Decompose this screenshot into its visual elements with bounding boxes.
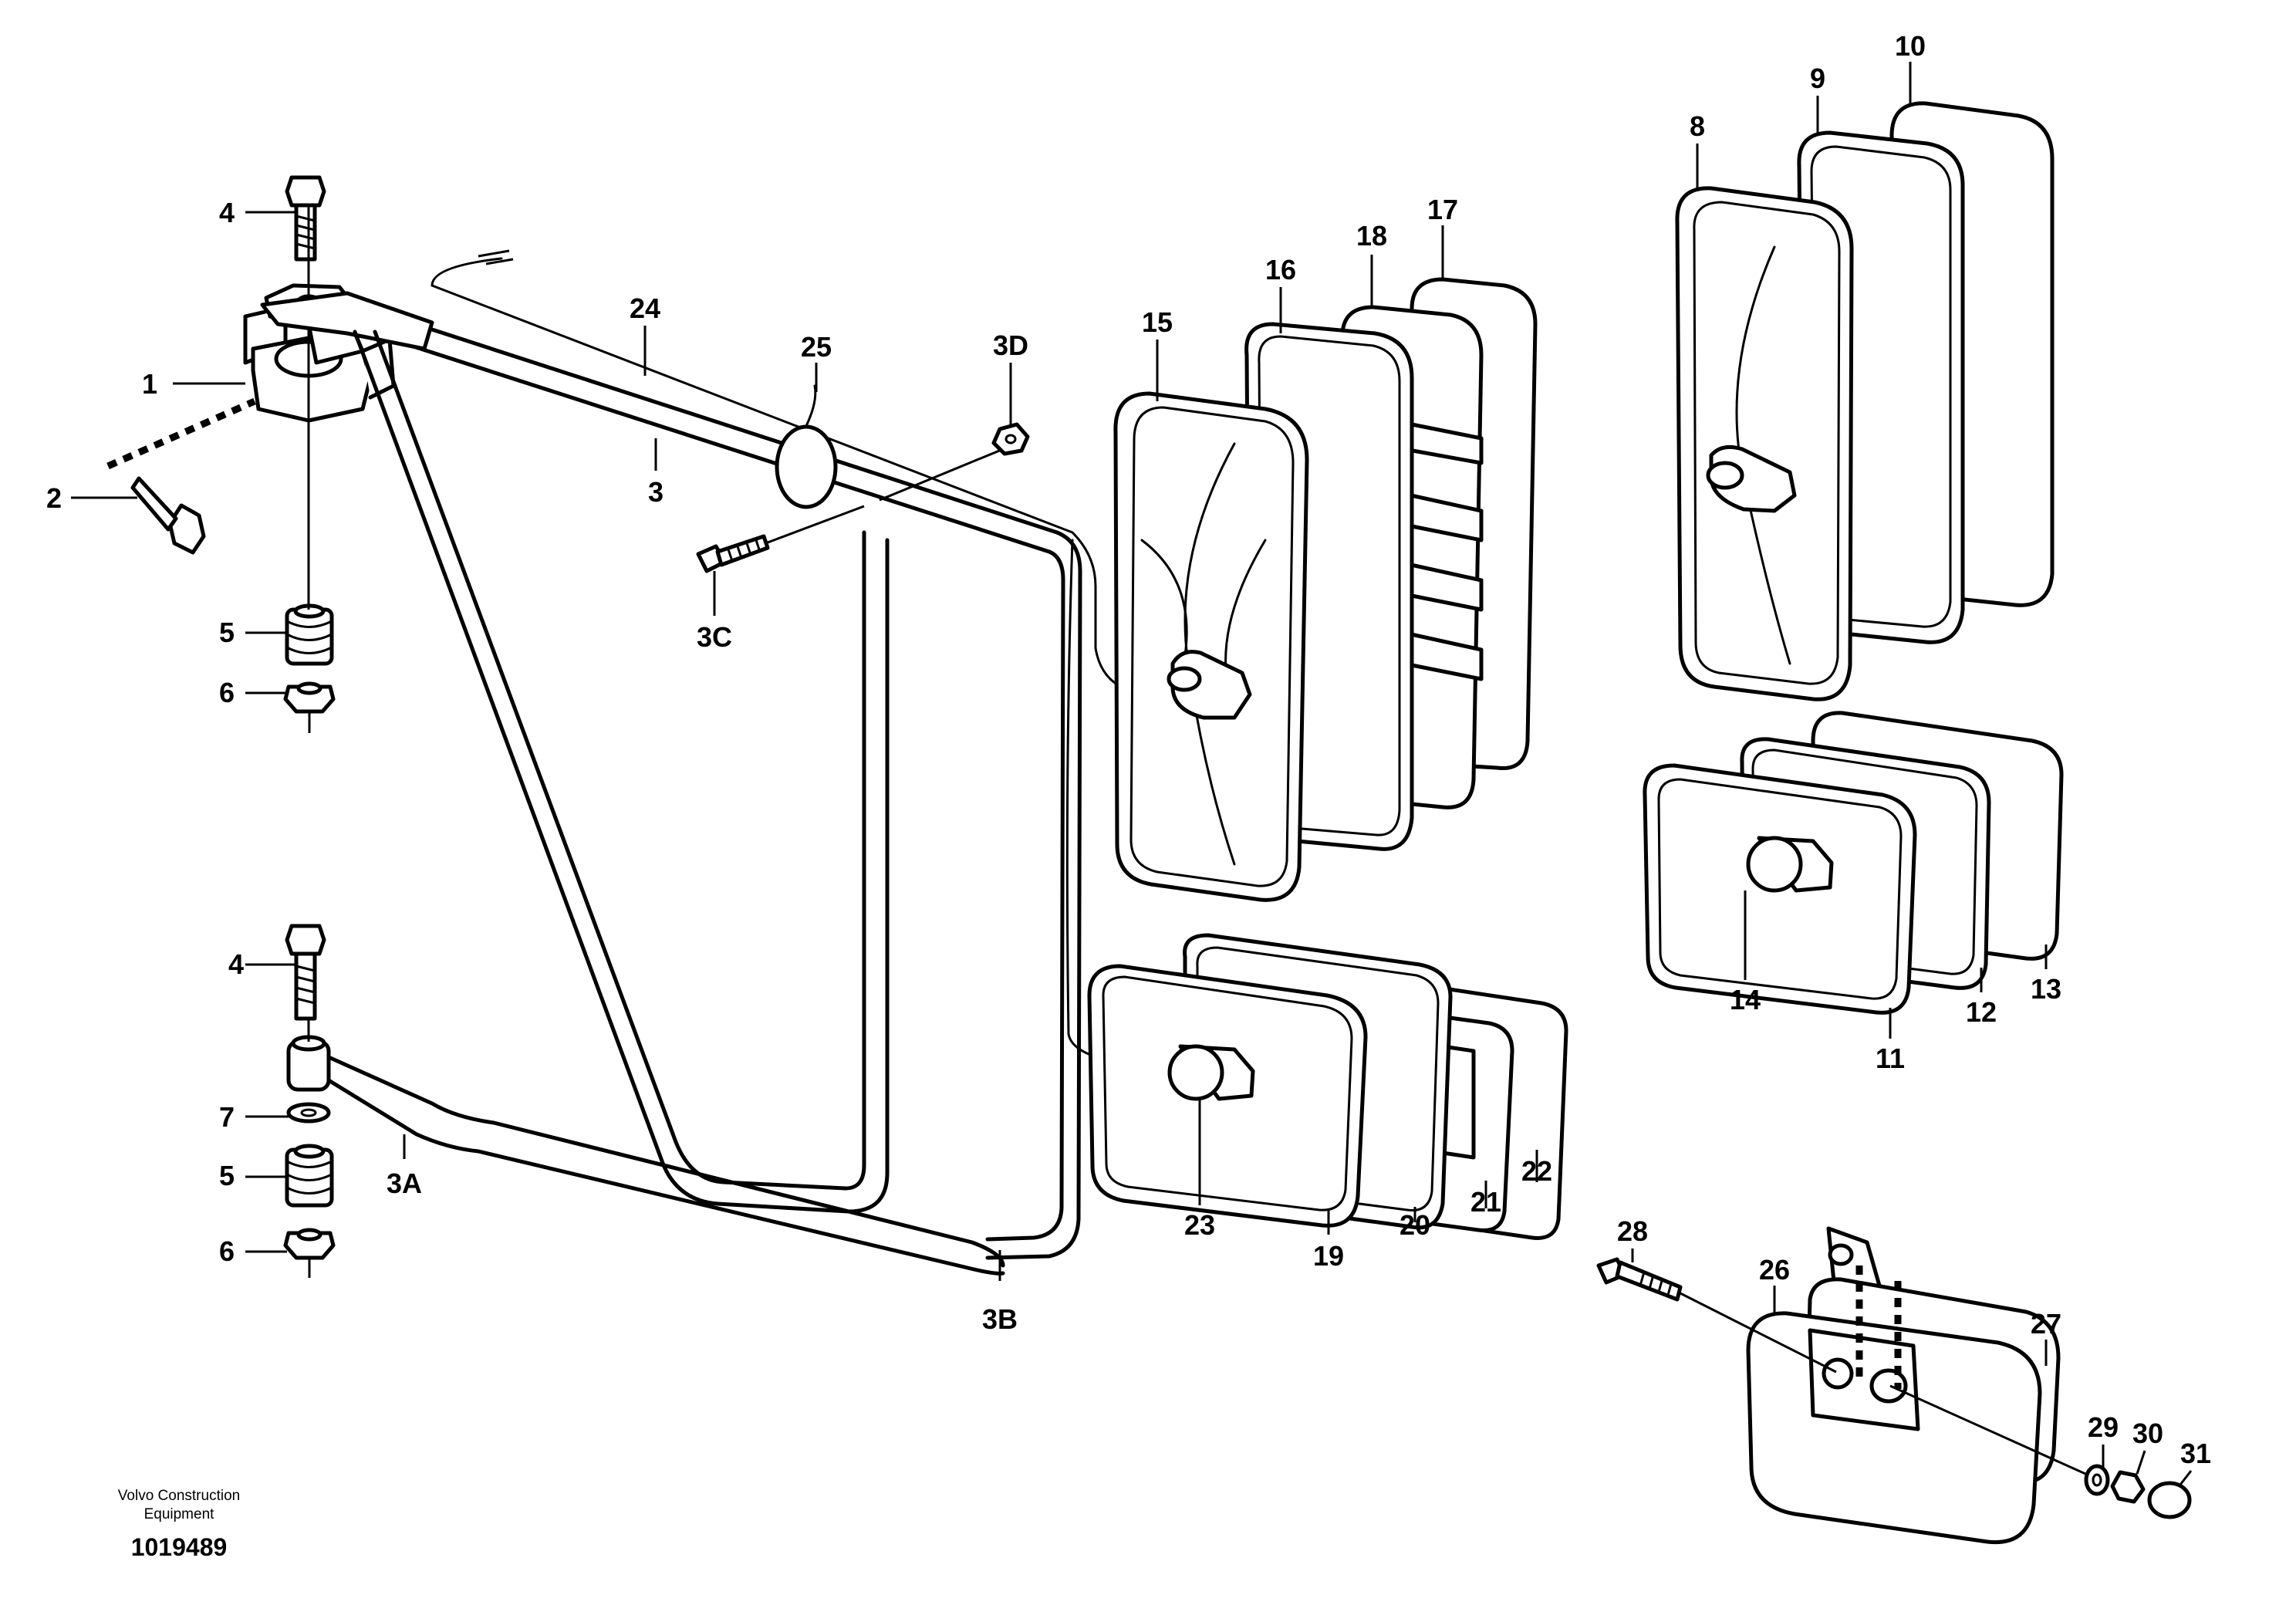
- callout-3a: 3A: [387, 1168, 422, 1199]
- nut-3d: [991, 422, 1030, 456]
- nut-bottom: [283, 1228, 336, 1260]
- callout-26: 26: [1759, 1254, 1790, 1286]
- callout-25: 25: [801, 331, 832, 363]
- callout-18: 18: [1356, 220, 1387, 252]
- adjust-knob-right: [1746, 836, 1803, 893]
- cap-31: [2147, 1481, 2192, 1519]
- spring-top: [285, 603, 334, 666]
- callout-16: 16: [1265, 254, 1296, 286]
- screw-3c: [696, 534, 770, 573]
- callout-10: 10: [1895, 30, 1926, 62]
- spring-bottom: [285, 1144, 334, 1208]
- small-mirror-group-left: [1087, 933, 1568, 1240]
- callout-4-top: 4: [219, 197, 235, 228]
- callout-5-bottom: 5: [219, 1160, 235, 1191]
- callout-11: 11: [1876, 1042, 1905, 1074]
- mirror-arm-frame: [260, 249, 1159, 1276]
- callout-14: 14: [1730, 984, 1761, 1015]
- leader-lines: [71, 62, 2193, 1485]
- callout-6-bottom: 6: [219, 1235, 235, 1267]
- callout-31: 31: [2180, 1438, 2211, 1469]
- callout-3c: 3C: [697, 621, 732, 653]
- cable-tie: [775, 424, 838, 509]
- callout-22: 22: [1521, 1155, 1552, 1187]
- callout-23: 23: [1184, 1209, 1215, 1241]
- brand-line-2: Equipment: [144, 1506, 215, 1522]
- callout-13: 13: [2031, 973, 2061, 1005]
- callout-1: 1: [142, 368, 157, 400]
- callout-9: 9: [1810, 63, 1825, 94]
- callout-3d: 3D: [993, 329, 1028, 361]
- callout-17: 17: [1427, 194, 1458, 225]
- bottom-hinge-hardware: [283, 924, 336, 1278]
- callout-27: 27: [2031, 1308, 2061, 1340]
- callout-19: 19: [1313, 1240, 1344, 1272]
- bolt-top: [285, 175, 326, 262]
- callout-2: 2: [46, 482, 62, 514]
- adjust-knob: [1167, 1044, 1224, 1101]
- brand-line-1: Volvo Construction: [118, 1488, 240, 1504]
- callout-24: 24: [630, 292, 660, 324]
- callout-6-top: 6: [219, 677, 235, 708]
- washer-29: [2084, 1464, 2110, 1496]
- large-mirror-group-left: [1113, 277, 1538, 902]
- callout-8: 8: [1690, 110, 1705, 142]
- callout-3: 3: [648, 476, 663, 508]
- nut-top: [283, 681, 336, 714]
- large-mirror-group-right: [1675, 101, 2055, 701]
- mirror-housing-8: [1675, 186, 1854, 701]
- callout-labels: 1 2 3 3A 3B 3C 3D 4 4 5 5 6 6 7 8 9 10 1…: [46, 30, 2211, 1469]
- bolt-bottom: [285, 924, 326, 1021]
- top-hinge-hardware: [106, 175, 396, 733]
- convex-mirror-group: [1596, 1226, 2192, 1545]
- mirror-housing-15: [1113, 391, 1309, 902]
- washer: [286, 1102, 331, 1124]
- drawing-number: 1019489: [131, 1533, 228, 1561]
- bolt-28: [1596, 1257, 1683, 1302]
- callout-29: 29: [2088, 1411, 2119, 1443]
- callout-5-top: 5: [219, 617, 235, 648]
- callout-12: 12: [1966, 996, 1997, 1028]
- callout-28: 28: [1617, 1215, 1648, 1247]
- screw-side: [130, 476, 206, 555]
- callout-21: 21: [1470, 1186, 1501, 1218]
- callout-20: 20: [1400, 1209, 1430, 1241]
- callout-30: 30: [2132, 1418, 2163, 1449]
- nut-30: [2110, 1470, 2146, 1504]
- callout-3b: 3B: [982, 1303, 1018, 1335]
- small-mirror-group-right: [1643, 711, 2064, 1015]
- callout-4-bottom: 4: [228, 948, 244, 980]
- footer: Volvo Construction Equipment 1019489: [118, 1488, 240, 1561]
- callout-15: 15: [1142, 306, 1173, 338]
- callout-7: 7: [219, 1101, 235, 1133]
